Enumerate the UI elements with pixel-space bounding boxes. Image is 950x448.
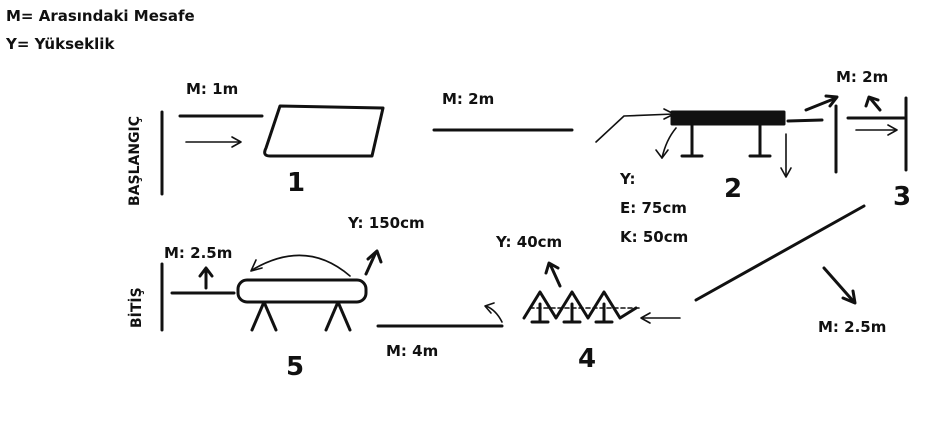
station-3-approach-arrow [804,96,838,112]
station-number-5: 5 [286,352,305,382]
station-4-height-label: Y: 40cm [496,233,563,251]
two-to-3-distance-line [786,118,824,123]
station-5-leg-1 [250,300,266,332]
station-4-entry-arrowhead [640,312,651,324]
station-number-1: 1 [287,168,306,198]
station-5-box [236,278,368,304]
station-2-height-e: E: 75cm [620,199,687,217]
station-4-exit-arrow [485,305,503,323]
station-4-zigzag [522,290,638,320]
station-5-jump-arrowhead [250,259,263,272]
legend-distance: M= Arasındaki Mesafe [6,7,195,25]
start-label: BAŞLANGIÇ [127,115,143,206]
one-to-2-distance-label: M: 2m [442,90,495,108]
station-4-height-arrow [548,262,562,288]
station-number-2: 2 [724,174,743,204]
finish-label: BİTİŞ [129,287,145,328]
station-4-exit-arrowhead [484,302,495,314]
station-1-mat [263,104,385,158]
station-2-bench-top [670,110,786,126]
start-direction-arrowhead [231,136,242,148]
station-3-approach-arrowhead [824,94,839,108]
station-5-height-label: Y: 150cm [348,214,425,232]
station-4-height-arrowhead [544,261,560,275]
station-number-4: 4 [578,344,597,374]
station-2-height-k: K: 50cm [620,228,689,246]
station-5-height-arrowhead [366,249,383,264]
station-2-jump-arrowhead [655,149,669,159]
station-5-height-arrow [364,250,378,276]
station-number-3: 3 [893,182,912,212]
station-2-down-arrowhead [780,167,792,178]
station-2-ramp [595,113,675,143]
station-2-jump-arrow [661,127,677,159]
start-to-1-distance-label: M: 1m [186,80,239,98]
three-to-4-measure-arrow [822,266,856,304]
five-to-finish-distance-label: M: 2.5m [164,244,233,262]
legend-height: Y= Yükseklik [6,35,115,53]
station-3-measure-arrowhead [864,95,880,108]
station-5-leg-2 [262,300,278,332]
three-to-4-distance-line [694,204,866,302]
station-2-height-title: Y: [620,170,636,188]
two-to-3-distance-label: M: 2m [836,68,889,86]
station-5-jump-arc [251,254,351,277]
station-3-measure-arrow [868,96,882,112]
station-3-direction-arrowhead [887,124,898,136]
three-to-4-measure-arrowhead [841,289,857,305]
three-to-4-distance-label: M: 2.5m [818,318,887,336]
four-to-5-distance-label: M: 4m [386,342,439,360]
five-to-finish-measure-arrowhead [198,266,214,278]
station-5-leg-3 [324,300,340,332]
station-5-leg-4 [336,300,352,332]
